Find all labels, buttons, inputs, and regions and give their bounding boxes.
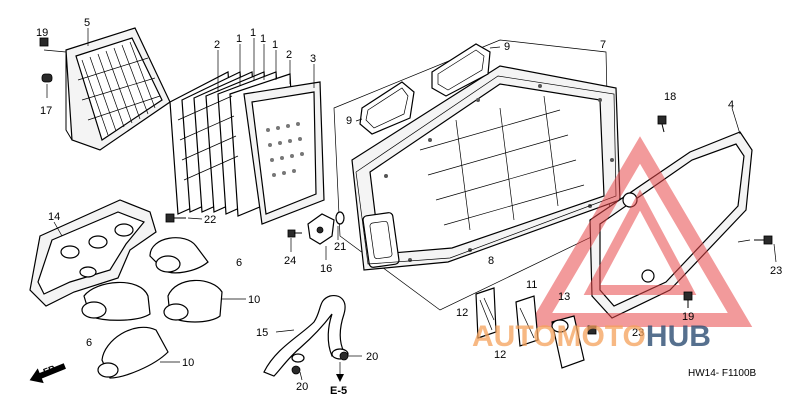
cover-part-4 <box>589 131 753 319</box>
bolt-part-19a <box>39 37 49 47</box>
callout-6a: 6 <box>236 257 242 269</box>
bolt-part-23a <box>754 235 773 245</box>
hose-part-15 <box>263 295 349 377</box>
callout-1a: 1 <box>236 33 242 45</box>
callout-2a: 2 <box>214 39 220 51</box>
callout-21: 21 <box>334 241 346 253</box>
watermark-triangle <box>527 136 753 327</box>
callout-1b: 1 <box>250 27 256 39</box>
callout-23b: 23 <box>632 327 644 339</box>
diagram-code: HW14- F1100B <box>688 368 757 379</box>
arrow-down-icon <box>336 374 344 382</box>
callout-6b: 6 <box>86 337 92 349</box>
direction-label: FR. <box>42 362 59 377</box>
bolt-part-22 <box>165 213 186 223</box>
callout-8: 8 <box>488 255 494 267</box>
section-ref: E-5 <box>330 385 347 397</box>
callout-1d: 1 <box>272 39 278 51</box>
front-direction-arrow <box>29 363 66 384</box>
callout-17: 17 <box>40 105 52 117</box>
sensor-part-16 <box>307 213 335 245</box>
seal-part-13 <box>551 315 585 369</box>
manifold-part-14 <box>29 199 157 307</box>
watermark-logo: AUTOMOTOHUB <box>472 320 711 353</box>
callout-19b: 19 <box>682 311 694 323</box>
screw-part-24 <box>287 229 302 238</box>
callout-1c: 1 <box>260 33 266 45</box>
filter-element-stack <box>169 71 325 225</box>
callout-20a: 20 <box>296 381 308 393</box>
callout-4: 4 <box>728 99 734 111</box>
callout-labels: 5 19 17 2 1 1 1 1 2 3 9 7 9 18 4 14 22 2… <box>36 17 782 397</box>
tube-part-6a <box>149 237 209 274</box>
bolt-part-19b <box>683 291 693 308</box>
callout-10b: 10 <box>182 357 194 369</box>
clamp-part-20b <box>339 351 349 361</box>
bolt-part-23b <box>587 325 597 335</box>
watermark-auto: AUTO <box>472 320 556 353</box>
washer-part-21 <box>335 211 345 225</box>
callout-19a: 19 <box>36 27 48 39</box>
callout-9b: 9 <box>504 41 510 53</box>
callout-23a: 23 <box>770 265 782 277</box>
callout-22: 22 <box>204 214 216 226</box>
bolt-part-18 <box>657 115 667 133</box>
tube-part-6b <box>81 281 151 321</box>
callout-2b: 2 <box>286 49 292 61</box>
seal-part-12b <box>515 295 539 347</box>
watermark-moto: MOTO <box>556 320 645 353</box>
callout-9a: 9 <box>346 115 352 127</box>
callout-11: 11 <box>526 279 537 291</box>
callout-5: 5 <box>84 17 90 29</box>
callout-15: 15 <box>256 327 268 339</box>
seal-part-12a <box>475 287 497 339</box>
callout-20b: 20 <box>366 351 378 363</box>
callout-16: 16 <box>320 263 332 275</box>
gasket-part-9a <box>359 81 415 135</box>
callout-12b: 12 <box>494 349 506 361</box>
callout-24: 24 <box>284 255 296 267</box>
callout-10a: 10 <box>248 294 260 306</box>
callout-18a: 18 <box>664 91 676 103</box>
tube-part-10b <box>97 326 169 379</box>
callout-14: 14 <box>48 211 60 223</box>
watermark-hub: HUB <box>646 320 711 353</box>
gasket-part-9b <box>431 43 491 97</box>
cover-part-5 <box>41 27 171 151</box>
case-part-7 <box>351 65 621 271</box>
svg-text:AUTOMOTOHUB: AUTOMOTOHUB <box>472 320 711 353</box>
callout-13: 13 <box>558 291 570 303</box>
clamp-part-20a <box>291 365 301 375</box>
callout-7: 7 <box>600 39 606 51</box>
callout-12a: 12 <box>456 307 468 319</box>
tube-part-10a <box>163 279 223 323</box>
callout-3: 3 <box>310 53 316 65</box>
